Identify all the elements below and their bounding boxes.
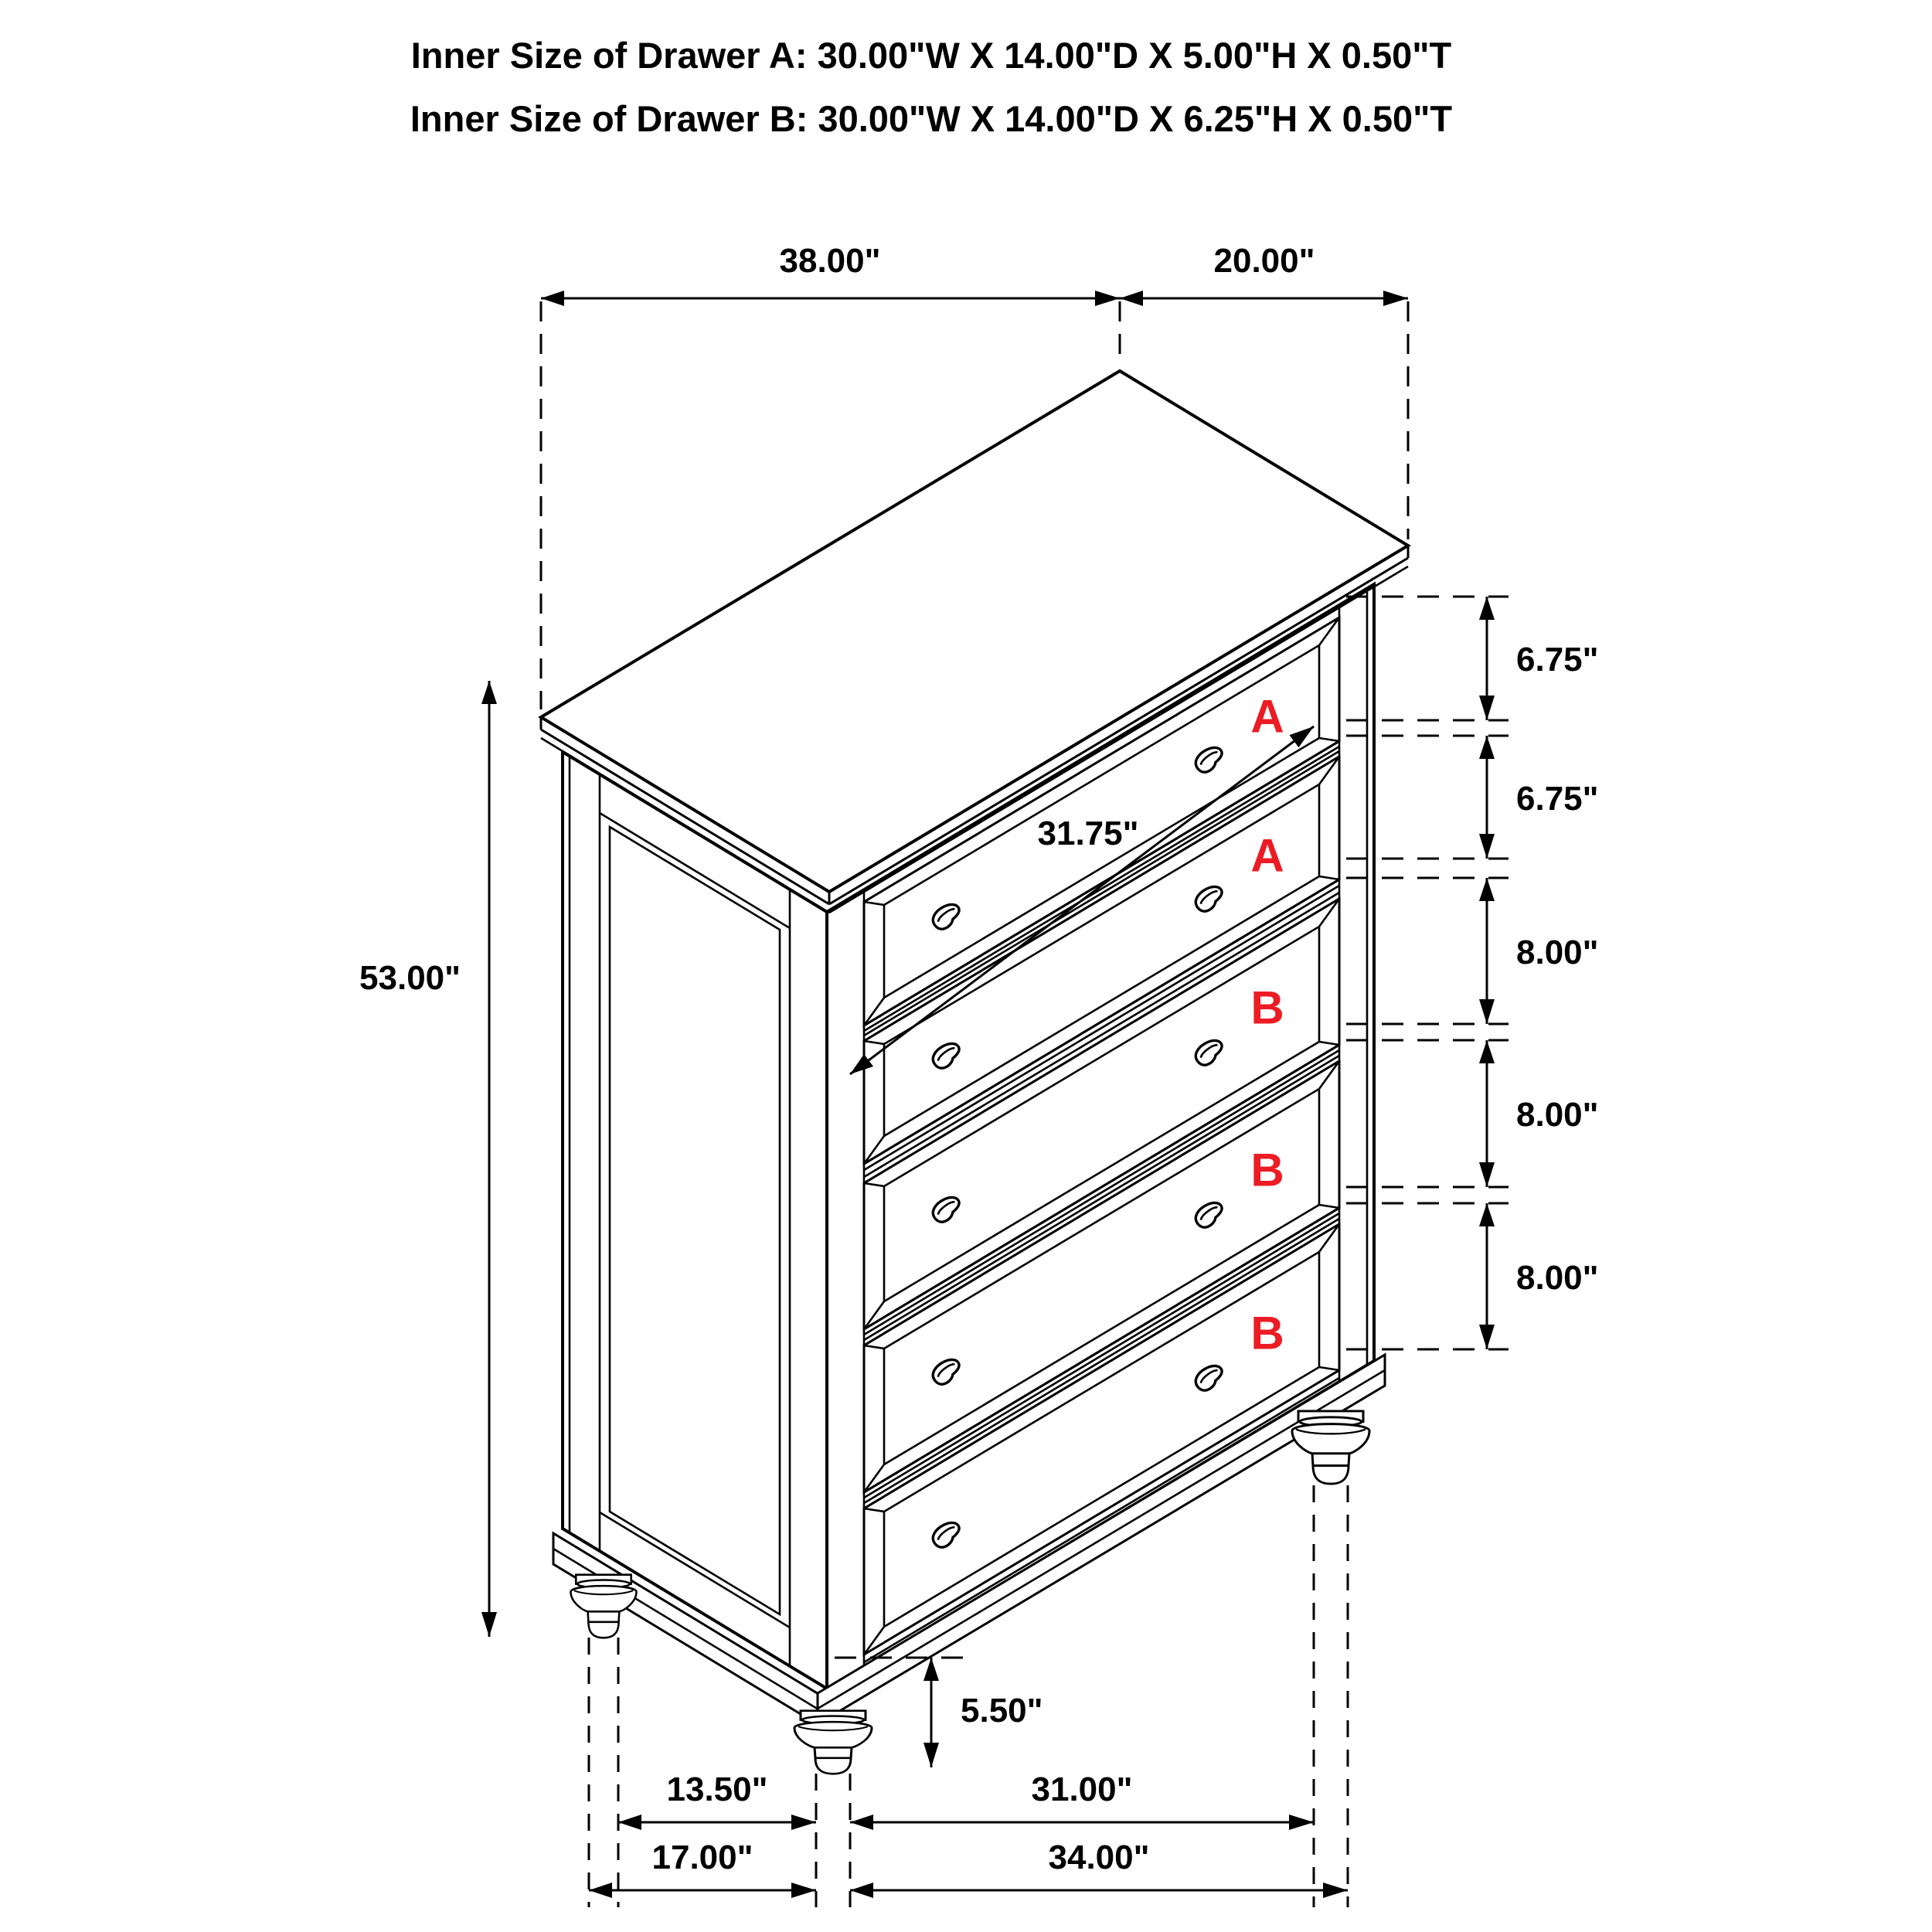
side-panel <box>561 749 828 1692</box>
dim-base-depth-label: 17.00" <box>652 1838 753 1876</box>
title-drawer-b: Inner Size of Drawer B: 30.00"W X 14.00"… <box>410 98 1453 139</box>
dim-drawer3-label: 8.00" <box>1516 934 1599 971</box>
dimension-leg-height: 5.50" <box>835 1656 1043 1767</box>
dim-leg-height-label: 5.50" <box>961 1692 1043 1730</box>
drawer-letter-2: A <box>1250 830 1284 882</box>
drawer-letter-1: A <box>1250 691 1284 743</box>
drawer-letter-3: B <box>1250 982 1284 1034</box>
dim-drawer2-label: 6.75" <box>1516 780 1599 818</box>
dim-height-label: 53.00" <box>359 959 461 997</box>
drawer-5: B <box>862 1222 1341 1657</box>
dim-drawer5-label: 8.00" <box>1516 1259 1599 1297</box>
drawer-letter-4: B <box>1250 1145 1284 1196</box>
dim-leg-spacing-depth-label: 13.50" <box>667 1770 768 1808</box>
drawer-letter-5: B <box>1250 1308 1284 1359</box>
dim-top-width-label: 38.00" <box>780 242 881 280</box>
dimension-bottom: 13.50" 31.00" 17.00" 34.00" <box>587 1485 1349 1907</box>
dimension-top: 38.00" 20.00" <box>539 242 1410 709</box>
dimension-diagonal: 31.75" <box>849 725 1315 1076</box>
drawer-4: B <box>862 1059 1341 1495</box>
title-block: Inner Size of Drawer A: 30.00"W X 14.00"… <box>410 35 1453 139</box>
dim-drawer1-label: 6.75" <box>1516 641 1599 679</box>
dimension-drawer-chain: 6.75" 6.75" 8.00" 8.00" 8.00" <box>1346 595 1599 1351</box>
dim-leg-spacing-width-label: 31.00" <box>1032 1770 1133 1808</box>
dim-base-width-label: 34.00" <box>1049 1838 1150 1876</box>
dim-top-depth-label: 20.00" <box>1214 242 1315 280</box>
dim-diagonal-label: 31.75" <box>1038 815 1139 852</box>
title-drawer-a: Inner Size of Drawer A: 30.00"W X 14.00"… <box>411 35 1452 76</box>
dim-drawer4-label: 8.00" <box>1516 1096 1599 1134</box>
dimension-height: 53.00" <box>359 681 497 1637</box>
